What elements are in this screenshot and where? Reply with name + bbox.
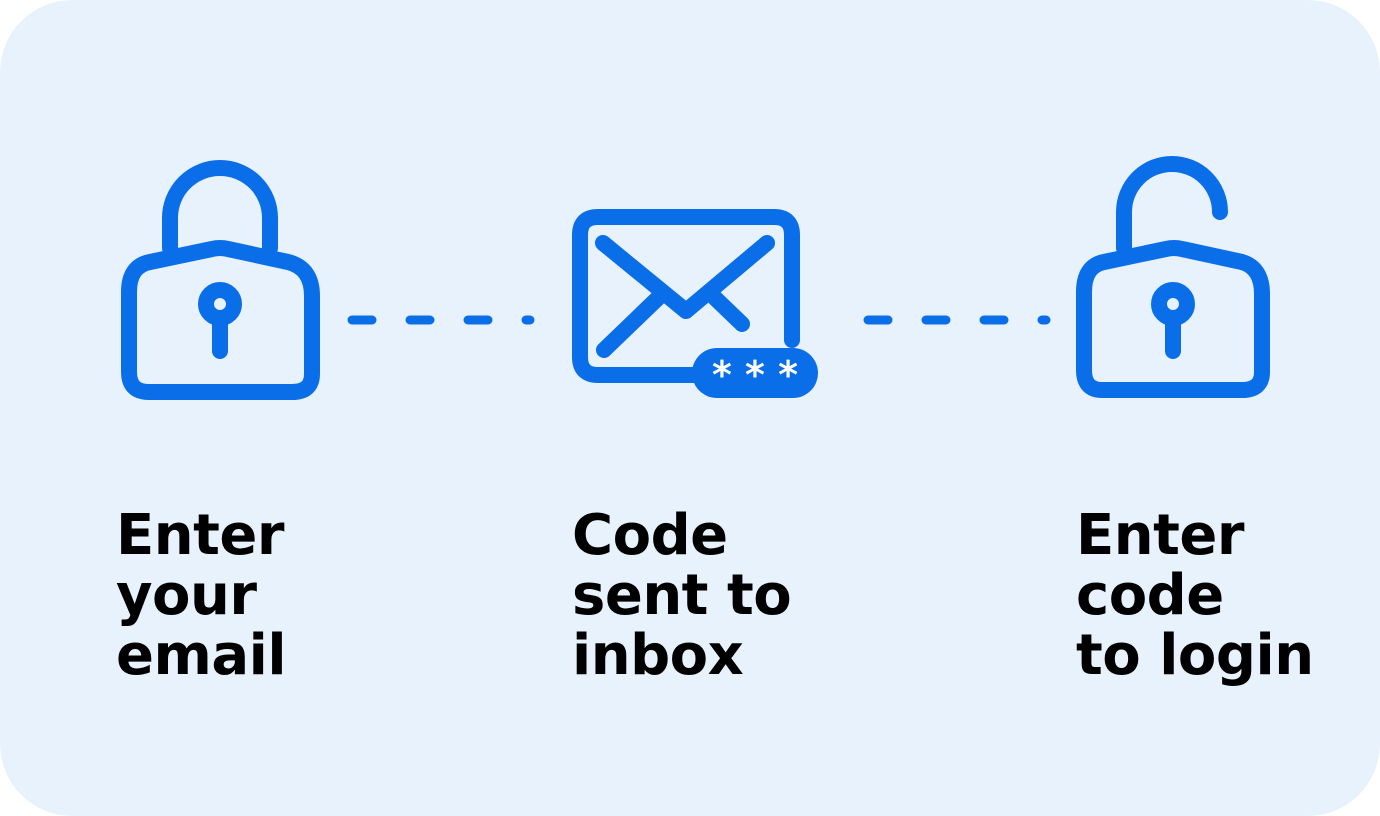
envelope-flap <box>595 235 775 319</box>
envelope-fold-right <box>707 290 750 332</box>
step-1-line-2: your <box>116 563 257 628</box>
envelope-fold-left <box>596 290 666 358</box>
code-badge-text: * * * <box>712 353 798 397</box>
step-3-line-3: to login <box>1076 623 1314 688</box>
step-2-line-2: sent to <box>572 563 792 628</box>
envelope-with-code-icon: * * * <box>572 209 818 398</box>
step-2-label: Code sent to inbox <box>572 503 792 688</box>
step-1-line-3: email <box>116 623 287 688</box>
unlocked-padlock-icon <box>1076 156 1270 398</box>
code-badge <box>692 348 818 398</box>
envelope-outline <box>572 209 800 383</box>
step-1-label: Enter your email <box>116 503 287 688</box>
locked-padlock-icon <box>121 160 320 400</box>
step-3-line-1: Enter <box>1076 503 1244 568</box>
step-3-label: Enter code to login <box>1076 506 1314 686</box>
step-2-line-3: inbox <box>572 623 744 688</box>
step-3-line-2: code <box>1076 563 1224 628</box>
step-1-line-1: Enter <box>116 503 285 568</box>
step-2-line-1: Code <box>572 503 728 568</box>
